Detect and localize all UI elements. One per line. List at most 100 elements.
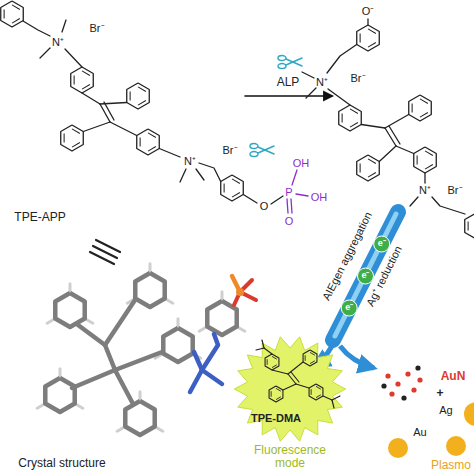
- bond-line: [396, 146, 414, 154]
- double-bond: [140, 137, 141, 146]
- bond-line: [196, 169, 204, 180]
- enzyme-label: ALP: [277, 76, 300, 89]
- benzene-ring: [1, 1, 24, 27]
- nanoparticle-dot: [417, 377, 422, 382]
- atom-label: N⁺: [52, 36, 64, 48]
- nanoparticle-dot: [381, 383, 386, 388]
- carbon-ring-stick: [45, 378, 74, 412]
- enzyme-scissors-icon: [278, 56, 302, 69]
- bond-line: [283, 384, 296, 390]
- double-bond: [368, 29, 376, 34]
- electron-dot: [358, 268, 374, 284]
- carbon-stick: [78, 325, 105, 345]
- counter-ion: Br⁻: [223, 144, 238, 156]
- phosphate-bond: [296, 194, 308, 196]
- double-bond: [138, 101, 146, 106]
- equivalence-mark: [90, 252, 114, 264]
- bond-line: [271, 196, 283, 204]
- electron-label: e⁻: [361, 271, 369, 281]
- double-bond: [12, 5, 20, 10]
- compound-name: TPE-DMA: [251, 412, 301, 424]
- benzene-ring: [357, 25, 380, 51]
- nitrogen-stick: [202, 370, 222, 384]
- double-bond: [82, 85, 90, 90]
- benzene-ring: [127, 83, 150, 109]
- plasmonic-arrow: [340, 346, 374, 368]
- element-label: Au: [413, 426, 426, 438]
- double-bond: [64, 133, 65, 142]
- double-bond: [368, 159, 376, 164]
- nanoparticle-dot: [415, 365, 420, 370]
- double-bond: [360, 163, 361, 172]
- bond-line: [361, 125, 385, 129]
- bond-line: [385, 115, 409, 129]
- bond-line: [262, 340, 264, 348]
- nitrogen-stick: [194, 352, 202, 370]
- carbon-ring-stick: [135, 273, 164, 307]
- benzene-ring: [465, 213, 474, 239]
- benzene-ring: [221, 175, 244, 201]
- benzene-ring: [357, 155, 380, 181]
- atom-label: OH: [293, 157, 310, 169]
- benzene-ring: [339, 105, 362, 131]
- bond-line: [62, 20, 66, 32]
- gold-particle: [464, 402, 474, 426]
- carbon-stick: [115, 370, 132, 402]
- bond-line: [323, 396, 332, 400]
- double-bond: [12, 19, 20, 24]
- bond-line: [180, 169, 186, 182]
- bond-line: [243, 195, 257, 204]
- atom-label: O: [260, 200, 269, 212]
- double-bond: [232, 179, 240, 184]
- scissor-blade: [286, 59, 302, 66]
- double-bond: [316, 386, 321, 389]
- double-bond: [276, 388, 281, 391]
- benzene-ring: [303, 350, 317, 366]
- bond-line: [264, 348, 272, 354]
- double-bond: [267, 359, 268, 365]
- scissor-blade: [258, 147, 274, 154]
- nanoparticle-dot: [385, 373, 390, 378]
- double-bond: [148, 133, 156, 138]
- bond-line: [100, 104, 110, 122]
- double-bond: [425, 165, 433, 170]
- electron-label: e⁻: [378, 239, 386, 249]
- bond-line: [272, 370, 288, 374]
- carbon-stick: [115, 352, 162, 370]
- double-bond: [316, 395, 321, 398]
- atom-label: N⁺: [419, 184, 431, 196]
- double-bond: [310, 352, 315, 355]
- counter-ion: Br⁻: [448, 184, 463, 196]
- double-bond: [72, 143, 80, 148]
- benzene-ring: [409, 95, 432, 121]
- bond-line: [424, 173, 425, 183]
- compound-name: TPE-APP: [14, 211, 65, 224]
- double-bond: [271, 391, 272, 397]
- double-bond: [368, 173, 376, 178]
- counter-ion: Br⁻: [351, 72, 366, 84]
- mode-caption: Plasmo: [431, 459, 471, 472]
- double-bond: [72, 129, 80, 134]
- double-bond: [130, 91, 131, 100]
- bond-line: [327, 45, 357, 74]
- double-bond: [272, 356, 277, 359]
- bond-line: [65, 49, 82, 67]
- fluorescence-burst: TPE-DMAFluorescence mode: [232, 336, 348, 442]
- bond-line: [306, 88, 316, 98]
- double-bond: [305, 355, 306, 361]
- process-label: Ag⁺ reduction: [364, 244, 404, 308]
- double-bond: [232, 193, 240, 198]
- carbon-ring-stick: [163, 328, 192, 362]
- double-bond: [342, 113, 343, 122]
- bond-line: [23, 21, 50, 36]
- double-bond: [82, 71, 90, 76]
- bond-line: [332, 396, 340, 400]
- electron-label: e⁻: [345, 303, 353, 313]
- tpe-dma-structure: [256, 340, 340, 408]
- bond-line: [82, 93, 100, 104]
- double-bond: [425, 151, 433, 156]
- double-bond: [368, 43, 376, 48]
- phosphorus-atom: [236, 288, 244, 296]
- carbon-ring-stick: [125, 401, 154, 435]
